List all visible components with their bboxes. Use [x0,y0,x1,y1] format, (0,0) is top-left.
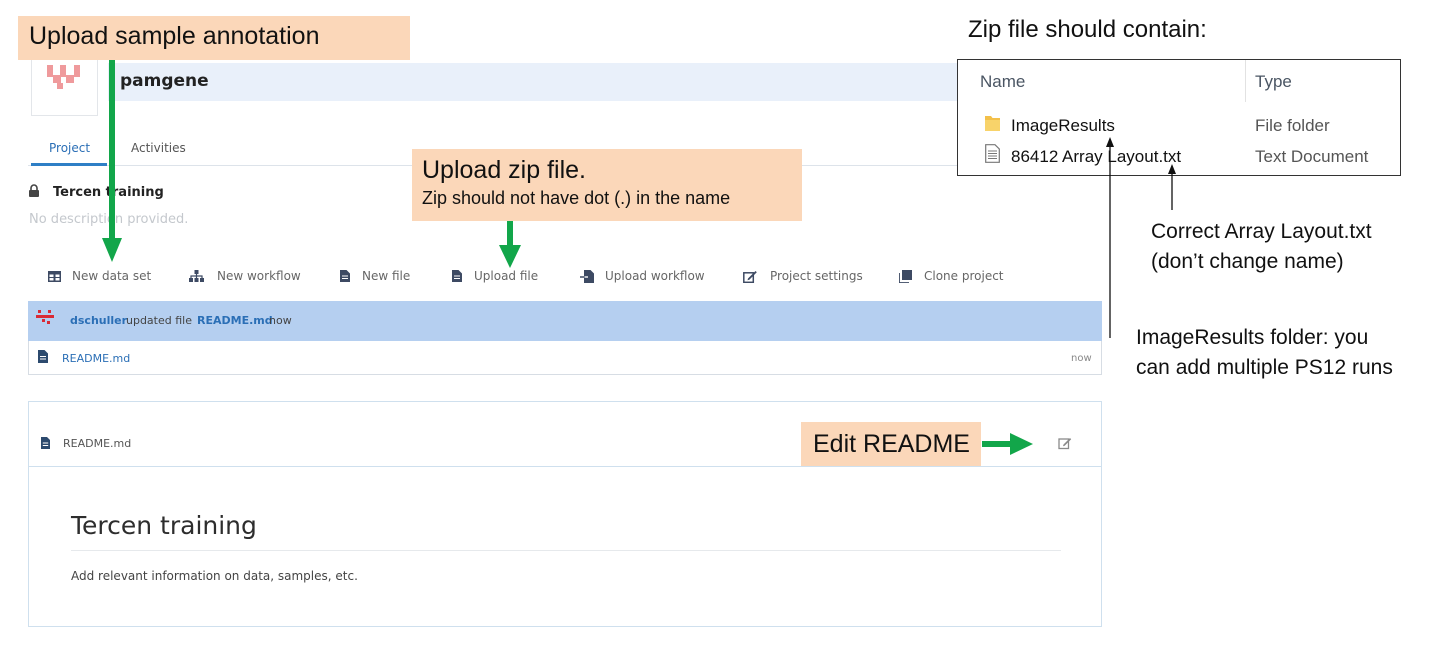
upload-file-icon [452,270,462,282]
project-logo [31,56,98,116]
callout-upload-zip-note: Zip should not have dot (.) in the name [422,188,731,208]
file-time: now [1071,353,1092,364]
edit-readme-icon[interactable] [1058,436,1072,450]
upload-workflow-button[interactable]: Upload workflow [580,269,705,283]
note-imageresults-line2: can add multiple PS12 runs [1136,356,1393,379]
pamgene-logo-icon [47,65,80,89]
file-link-readme[interactable]: README.md [62,352,131,365]
zip-contents-heading: Zip file should contain: [968,16,1207,43]
upload-workflow-label: Upload workflow [605,269,705,283]
readme-heading-rule [71,550,1061,551]
activity-action: updated file [126,314,192,327]
readme-paragraph: Add relevant information on data, sample… [71,569,358,583]
clone-project-button[interactable]: Clone project [899,269,1004,283]
zip-row-type-text: Text Document [1255,147,1369,166]
file-icon [41,437,50,449]
upload-file-label: Upload file [474,269,539,283]
zip-column-type: Type [1255,72,1292,91]
arrow-upload-zip [499,221,521,268]
upload-workflow-icon [580,269,594,283]
zip-column-name: Name [980,72,1026,91]
clone-project-label: Clone project [924,269,1004,283]
zip-row-name-array-layout: 86412 Array Layout.txt [1011,147,1182,166]
project-name: Tercen training [53,185,164,200]
new-data-set-button[interactable]: New data set [48,269,151,283]
team-name: pamgene [120,71,209,91]
new-workflow-button[interactable]: New workflow [189,269,301,283]
project-description: No description provided. [29,212,189,227]
text-file-icon [985,144,1000,163]
readme-card-title: README.md [63,437,132,450]
note-imageresults: ImageResults folder: you can add multipl… [1136,323,1393,383]
callout-upload-zip-title: Upload zip file. [422,156,586,184]
new-data-set-label: New data set [72,269,152,283]
callout-edit-readme: Edit README [801,422,981,466]
activity-time: now [269,314,292,327]
callout-upload-sample-annotation: Upload sample annotation [18,16,410,60]
active-tab-indicator [31,163,107,166]
workflow-icon [189,270,204,282]
readme-card [28,401,1102,627]
zip-column-divider [1245,60,1246,102]
new-file-label: New file [362,269,411,283]
new-workflow-label: New workflow [217,269,301,283]
readme-divider [29,466,1101,467]
zip-row-type-folder: File folder [1255,116,1330,135]
zip-contents-table [957,59,1401,176]
zip-row-name-imageresults: ImageResults [1011,116,1115,135]
lock-icon [29,184,39,197]
tab-activities[interactable]: Activities [131,141,186,155]
project-title-bar [108,63,960,101]
note-array-layout-line2: (don’t change name) [1151,250,1344,273]
project-settings-button[interactable]: Project settings [743,269,863,283]
file-icon [340,270,350,282]
note-array-layout-line1: Correct Array Layout.txt [1151,220,1372,243]
new-file-button[interactable]: New file [340,269,410,283]
upload-file-button[interactable]: Upload file [452,269,538,283]
activity-file-link[interactable]: README.md [197,314,273,327]
clone-icon [899,269,912,283]
activity-row[interactable] [28,301,1102,341]
project-settings-label: Project settings [770,269,863,283]
callout-upload-zip: Upload zip file. Zip should not have dot… [412,149,802,221]
note-imageresults-line1: ImageResults folder: you [1136,326,1369,349]
note-array-layout: Correct Array Layout.txt (don’t change n… [1151,217,1372,277]
table-icon [48,270,61,282]
folder-icon [985,116,1000,131]
readme-heading: Tercen training [71,511,257,540]
tab-project[interactable]: Project [49,141,91,155]
file-icon [38,350,48,363]
activity-user-link[interactable]: dschuller [70,314,128,327]
edit-settings-icon [743,270,757,283]
user-avatar-icon [36,310,54,324]
